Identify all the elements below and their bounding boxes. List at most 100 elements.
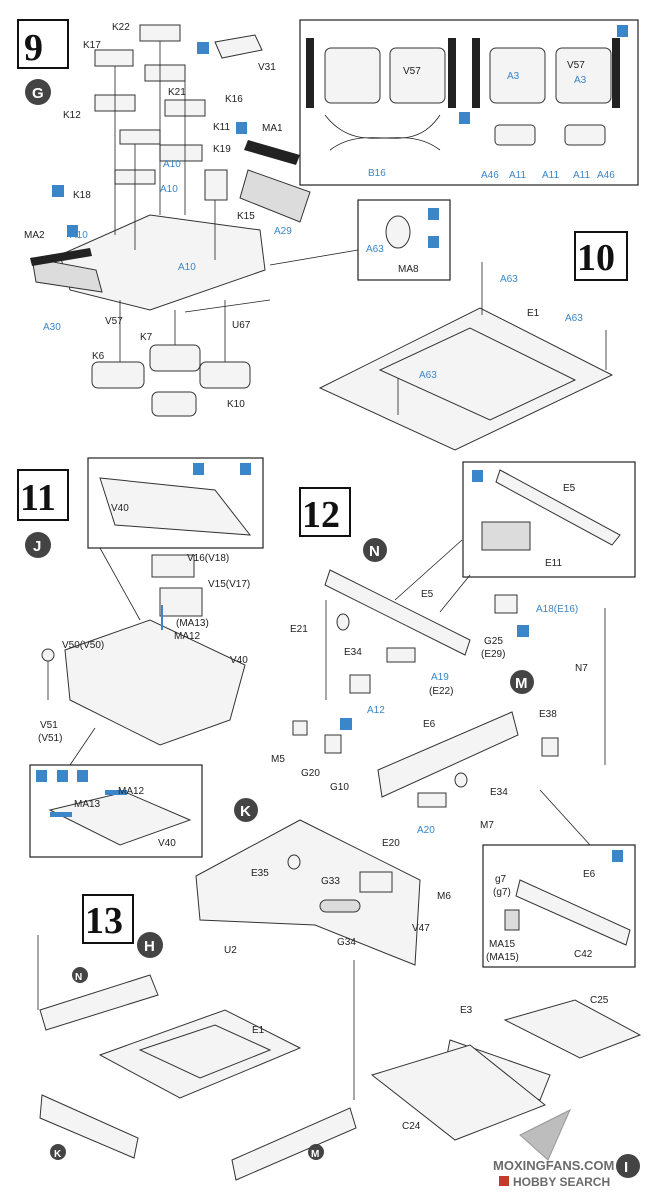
part-k7 [149,344,201,372]
part-e1-hull [98,1009,302,1099]
label-e20: E20 [382,838,400,849]
marker-n-label: N [75,972,82,983]
label-c25: C25 [590,995,609,1006]
step-13: 13 H N E1 K M C25 E3 C24 I [37,894,642,1181]
label-k7: K7 [140,332,153,343]
subassembly-h-label: H [144,938,155,955]
label-a10-4: A10 [178,262,196,273]
label-m6: M6 [437,891,451,902]
label-k18: K18 [73,190,91,201]
label-k17: K17 [83,40,101,51]
label-a63-1: A63 [500,274,518,285]
glue-icon [428,208,439,220]
part-k10a [199,361,251,389]
label-v31: V31 [258,62,276,73]
label-e29-paren: (E29) [481,649,505,660]
part-a30 [31,257,103,293]
glue-icon [472,470,483,482]
glue-icon [617,25,628,37]
inset-label-a3: A3 [507,71,520,82]
subassembly-j-label: J [33,538,41,555]
part-a19 [386,647,416,663]
label-k11: K11 [213,122,230,133]
inset-label-e5: E5 [563,483,576,494]
watermark-line2: HOBBY SEARCH [513,1175,610,1189]
inset-label-a63: A63 [366,244,384,255]
hull-upper [59,214,266,311]
label-v51: V51 [40,720,58,731]
label-a30: A30 [43,322,61,333]
glue-icon [240,463,251,475]
subassembly-m-marker [510,670,534,694]
marker-n [72,967,88,983]
label-a20: A20 [417,825,435,836]
inset-label-g7-paren: (g7) [493,887,511,898]
part-e38 [541,737,559,757]
part-a20 [417,792,447,808]
label-g20: G20 [301,768,320,779]
label-e6: E6 [423,719,436,730]
part-k15 [204,169,228,201]
watermark: MOXINGFANS.COM HOBBY SEARCH [493,1108,614,1189]
label-e38: E38 [539,709,557,720]
glue-icon [36,770,47,782]
label-e35: E35 [251,868,269,879]
part-e34 [336,613,350,631]
remove-icon [517,625,529,637]
inset-label-v40: V40 [158,838,176,849]
part-e6 [377,711,519,798]
label-ma1: MA1 [262,123,283,134]
inset-label-v40: V40 [111,503,129,514]
label-v16: V16(V18) [187,553,229,564]
part-m5 [292,720,308,736]
label-a63-3: A63 [419,370,437,381]
inset-label-e6: E6 [583,869,596,880]
part-a18 [494,594,518,614]
subassembly-m-label: M [515,675,528,692]
label-v57: V57 [105,316,123,327]
part-k-assembly [39,1094,139,1159]
inset-label-g7: g7 [495,874,507,885]
label-g10: G10 [330,782,349,793]
label-k6: K6 [92,351,105,362]
label-k16: K16 [225,94,243,105]
step-12-number: 12 [302,494,340,536]
label-a10-1: A10 [163,159,181,170]
mirror-icon [459,112,470,124]
paper-plane-icon [519,1108,572,1161]
part-n-assembly [39,974,159,1031]
label-g25: G25 [484,636,503,647]
part-c24 [370,1044,546,1141]
label-k19: K19 [213,144,231,155]
glue-icon [236,122,247,134]
inset-label-v57: V57 [403,66,421,77]
step-9: 9 G [17,19,639,417]
inset-label-a11: A11 [509,170,526,181]
part-k6 [91,361,145,389]
label-n7: N7 [575,663,588,674]
inset-label-a3-b: A3 [574,75,587,86]
part-ma2 [30,248,92,266]
inset-label-v57-b: V57 [567,60,585,71]
part-v50 [41,648,55,662]
part-ma1 [244,140,300,165]
inset-label-b16: B16 [368,168,386,179]
label-a10-2: A10 [160,184,178,195]
part-g34 [319,899,361,913]
inset-label-ma13: MA13 [74,799,101,810]
part-e5 [324,569,471,656]
paint-icon [57,770,68,782]
quantity-x2-icon [52,185,64,197]
watermark-line1: MOXINGFANS.COM [493,1158,614,1173]
marker-k-label: K [54,1149,62,1160]
label-ma2: MA2 [24,230,45,241]
label-g33: G33 [321,876,340,887]
label-e1: E1 [527,308,540,319]
step-13-number: 13 [85,900,123,942]
label-e34b: E34 [490,787,508,798]
step-11-inset-bottom: MA12 MA13 V40 [29,764,203,858]
inset-label-c42: C42 [574,949,593,960]
part-a29 [239,169,311,223]
part-k10b [151,391,197,417]
part-k17 [94,49,134,67]
